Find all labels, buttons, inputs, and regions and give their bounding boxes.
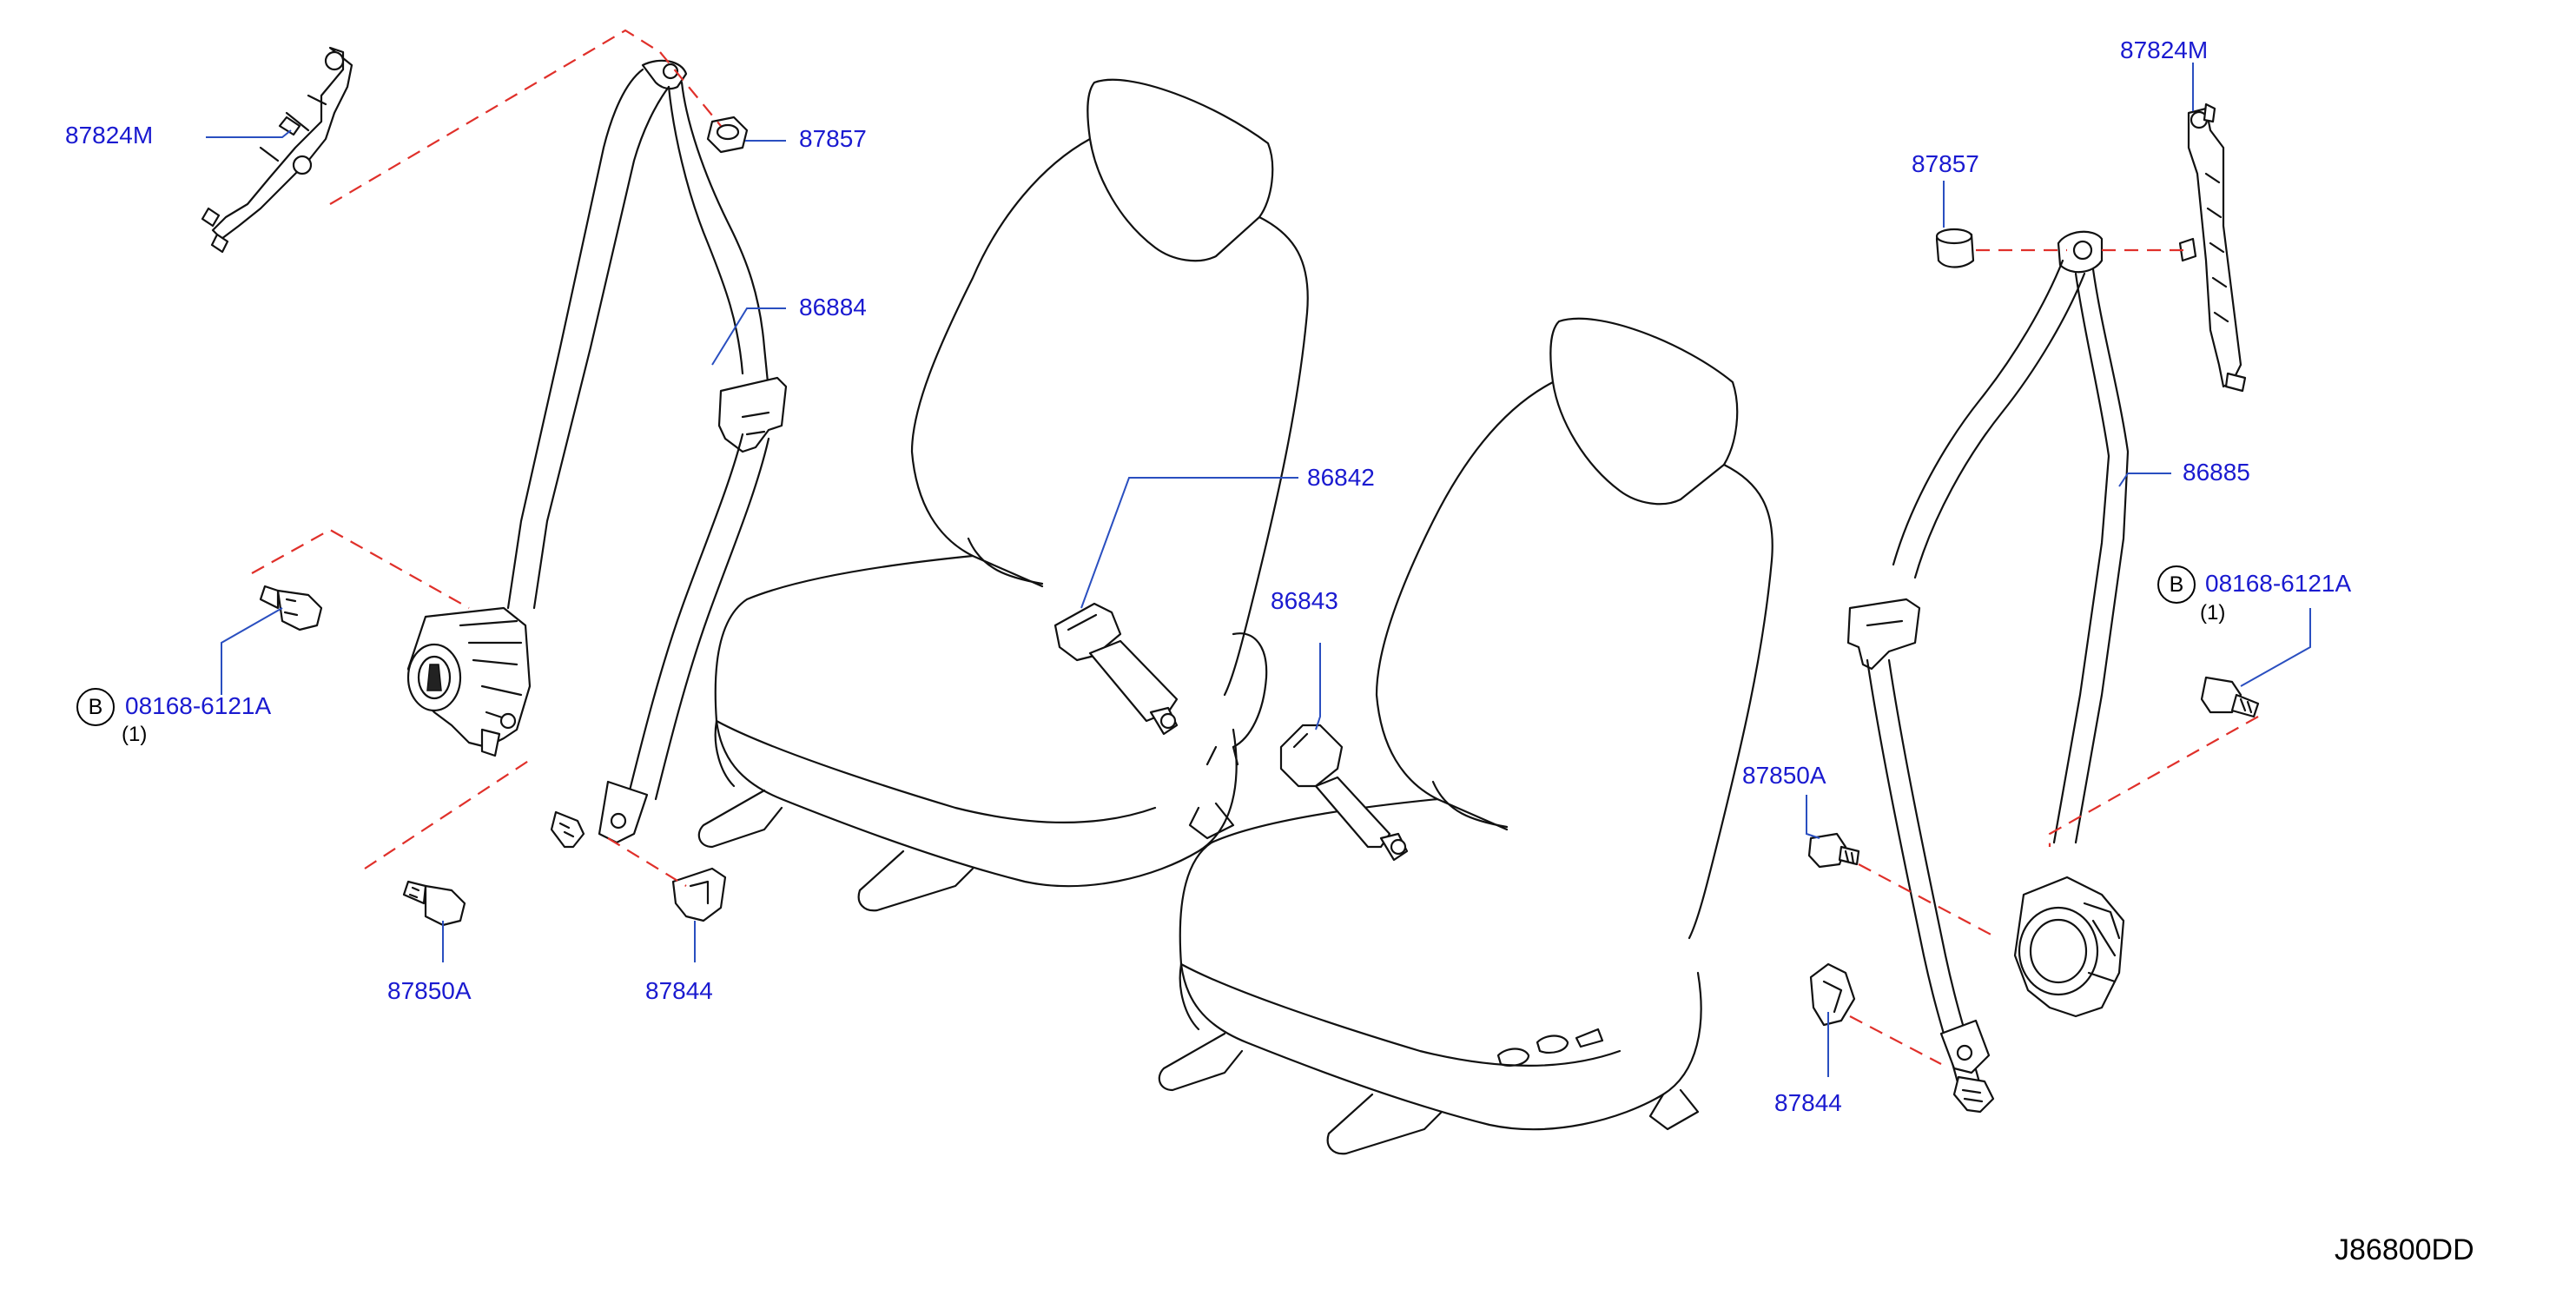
leader-lines [206, 63, 2311, 1077]
part-label-86885[interactable]: 86885 [2183, 459, 2250, 486]
retractor-right [2013, 876, 2125, 1018]
cover-87844-left [671, 867, 727, 922]
assembly-dashed-lines [251, 29, 2259, 1065]
part-label-08168-right[interactable]: 08168-6121A [2205, 570, 2352, 597]
quantity-right: (1) [2200, 601, 2226, 625]
right-belt-assembly [1807, 102, 2260, 1114]
height-adjuster-right [2178, 102, 2247, 393]
part-label-86843[interactable]: 86843 [1271, 587, 1338, 614]
left-belt-assembly [201, 46, 788, 927]
height-adjuster-left [201, 46, 353, 254]
part-label-87850a-left[interactable]: 87850A [387, 977, 472, 1004]
right-seat [1158, 317, 1773, 1155]
bolt-87850a-right [1807, 832, 1860, 869]
callout-b-left: B [76, 688, 115, 726]
part-label-87850a-right[interactable]: 87850A [1742, 762, 1826, 789]
bolt-08168-right [2200, 676, 2260, 718]
nut-87857-left [706, 116, 749, 154]
callout-b-right: B [2157, 565, 2196, 604]
part-label-87824m-left[interactable]: 87824M [65, 122, 154, 149]
buckle-86842 [1054, 602, 1179, 736]
nut-87857-right [1935, 228, 1975, 268]
bolt-08168-left [259, 585, 323, 631]
part-label-87844-right[interactable]: 87844 [1774, 1089, 1842, 1116]
part-label-08168-left[interactable]: 08168-6121A [125, 692, 272, 719]
part-label-87844-left[interactable]: 87844 [645, 977, 713, 1004]
quantity-left: (1) [122, 723, 148, 746]
bolt-87850a-left [402, 880, 466, 927]
left-seat [697, 78, 1309, 912]
retractor-left [406, 606, 532, 757]
part-label-87824m-right[interactable]: 87824M [2120, 36, 2209, 63]
part-label-86884[interactable]: 86884 [799, 294, 867, 321]
part-label-87857-left[interactable]: 87857 [799, 125, 867, 152]
part-label-86842[interactable]: 86842 [1307, 464, 1375, 491]
buckle-86843 [1279, 724, 1409, 862]
diagram-code: J86800DD [2335, 1233, 2474, 1266]
cover-87844-right [1809, 962, 1856, 1027]
part-label-87857-right[interactable]: 87857 [1912, 150, 1979, 177]
